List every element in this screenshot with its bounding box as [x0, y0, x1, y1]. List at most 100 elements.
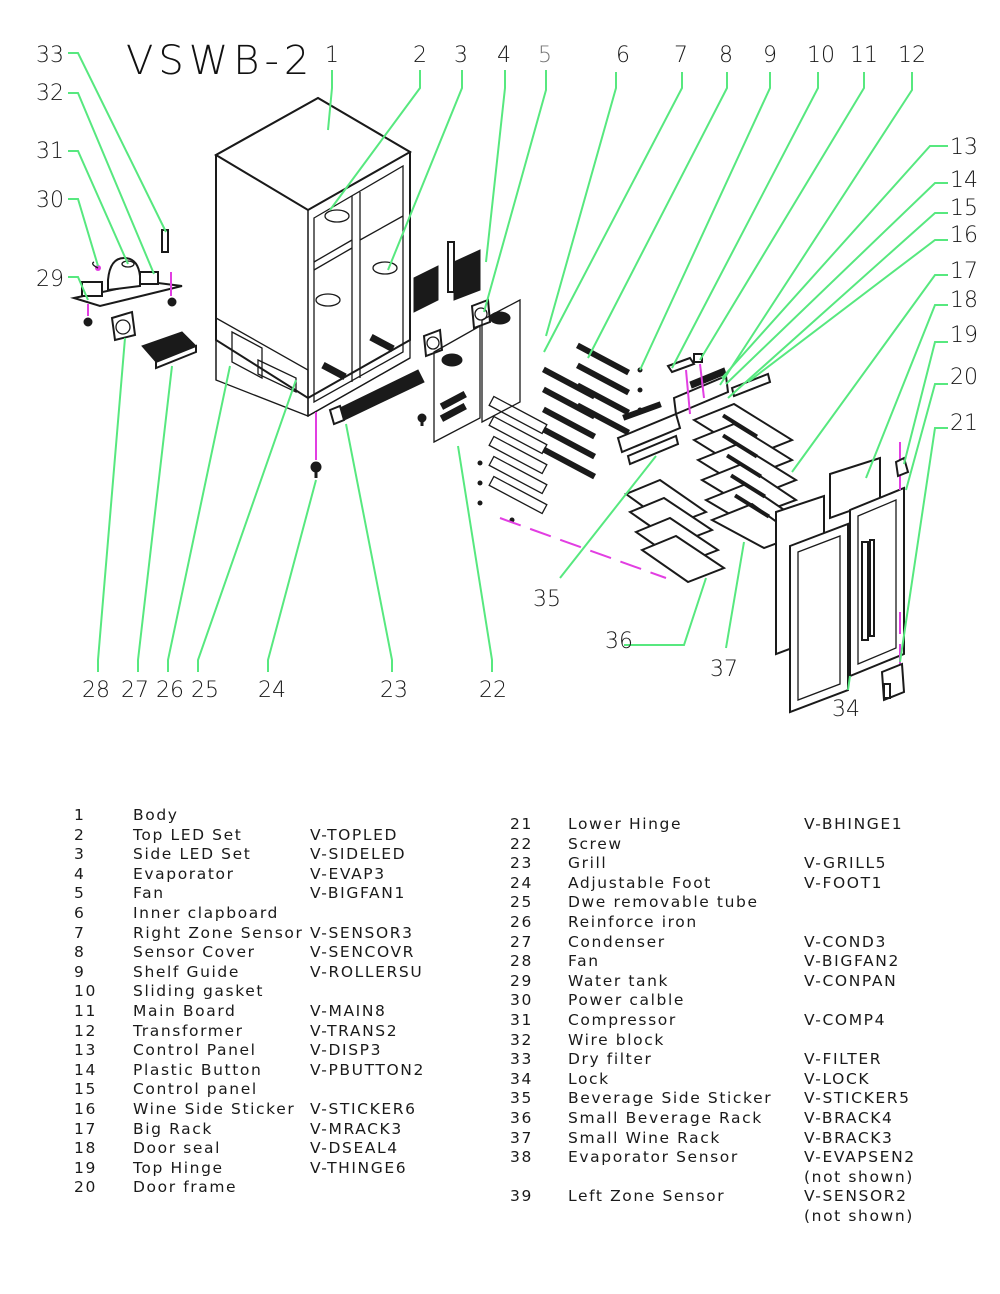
callout-18: 18 [950, 288, 978, 313]
part-name: Big Rack [133, 1119, 213, 1138]
part-name: Sliding gasket [133, 982, 265, 1001]
part-name: Top LED Set [133, 825, 243, 844]
part-number: 12 [74, 1021, 97, 1040]
part-number: 6 [74, 903, 86, 922]
callout-labels: 1 2 3 4 5 6 7 8 9 10 11 12 13 14 15 16 1… [36, 43, 978, 722]
part-code: V-TRANS2 [310, 1021, 399, 1040]
part-number: 10 [74, 982, 97, 1001]
part-number: 33 [510, 1050, 533, 1069]
part-number: 13 [74, 1041, 97, 1060]
part-name: Inner clapboard [133, 903, 279, 922]
part-code: V-COMP4 [804, 1010, 887, 1029]
part-name: Small Wine Rack [568, 1128, 721, 1147]
part-number: 36 [510, 1108, 533, 1127]
part-name: Lock [568, 1069, 610, 1088]
callout-22: 22 [479, 678, 507, 703]
control-panel-assembly [666, 353, 772, 416]
part-name: Control Panel [133, 1041, 257, 1060]
part-note: (not shown) [804, 1167, 914, 1186]
part-name: Evaporator [133, 864, 235, 883]
part-code: V-STICKER5 [804, 1089, 911, 1108]
part-number: 2 [74, 825, 86, 844]
callout-35: 35 [533, 587, 561, 612]
part-number: 30 [510, 991, 533, 1010]
callout-2: 2 [413, 43, 427, 68]
beverage-racks [499, 412, 727, 584]
part-name: Main Board [133, 1001, 237, 1020]
part-name: Adjustable Foot [568, 873, 712, 892]
part-name: Right Zone Sensor [133, 923, 304, 942]
callout-27: 27 [121, 678, 149, 703]
part-name: Dwe removable tube [568, 893, 759, 912]
door-assembly [775, 456, 905, 714]
callout-13: 13 [950, 135, 978, 160]
callout-7: 7 [674, 43, 688, 68]
diagram-title: VSWB-2 [126, 38, 315, 84]
part-code: V-COND3 [804, 932, 887, 951]
callout-32: 32 [36, 81, 64, 106]
part-number: 23 [510, 854, 533, 873]
part-code: V-THINGE6 [310, 1158, 408, 1177]
part-number: 34 [510, 1069, 533, 1088]
part-name: Control panel [133, 1080, 258, 1099]
part-code: V-BRACK4 [804, 1108, 894, 1127]
callout-29: 29 [36, 267, 64, 292]
part-name: Left Zone Sensor [568, 1187, 726, 1206]
part-number: 27 [510, 932, 533, 951]
part-note: (not shown) [804, 1206, 914, 1225]
part-code: V-BIGFAN1 [310, 884, 406, 903]
part-number: 21 [510, 815, 533, 833]
callout-17: 17 [950, 259, 978, 284]
callout-3: 3 [454, 43, 468, 68]
part-code: V-FILTER [804, 1050, 883, 1069]
part-name: Wine Side Sticker [133, 1099, 296, 1118]
part-name: Sensor Cover [133, 943, 256, 962]
part-number: 17 [74, 1119, 97, 1138]
part-number: 24 [510, 873, 533, 892]
callout-34: 34 [832, 697, 860, 722]
part-number: 9 [74, 962, 86, 981]
part-number: 19 [74, 1158, 97, 1177]
part-code: V-BIGFAN2 [804, 952, 900, 971]
part-code: V-TOPLED [310, 825, 399, 844]
part-name: Shelf Guide [133, 962, 241, 981]
parts-list-row: 6 Inner clapboard [74, 904, 474, 924]
part-code: V-EVAPSEN2 [804, 1148, 916, 1167]
leader-lines [68, 52, 948, 691]
part-code: V-GRILL5 [804, 854, 888, 873]
part-code: V-SENCOVR [310, 943, 416, 962]
callout-19: 19 [950, 323, 978, 348]
callout-5: 5 [538, 43, 552, 68]
part-name: Compressor [568, 1010, 677, 1029]
part-name: Body [133, 806, 179, 824]
part-name: Side LED Set [133, 845, 252, 864]
callout-24: 24 [258, 678, 286, 703]
part-number: 26 [510, 912, 533, 931]
callout-1: 1 [325, 43, 339, 68]
part-number: 29 [510, 971, 533, 990]
callout-20: 20 [950, 365, 978, 390]
part-number: 3 [74, 845, 86, 864]
callout-16: 16 [950, 223, 978, 248]
part-number: 5 [74, 884, 86, 903]
